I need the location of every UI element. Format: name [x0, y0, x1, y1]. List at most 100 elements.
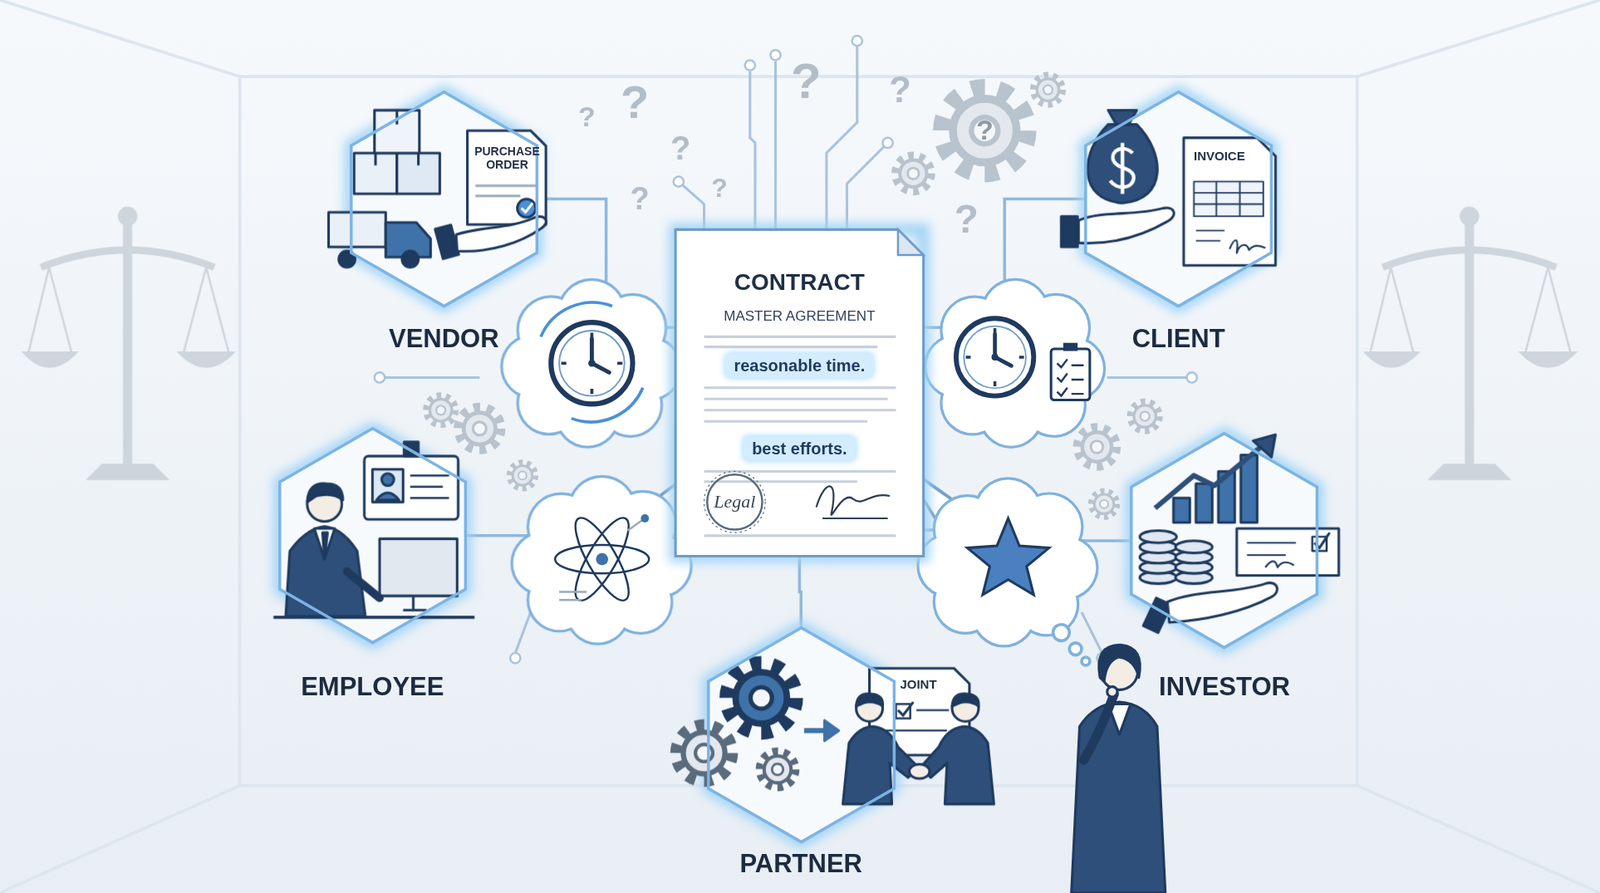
thought-bubble	[513, 477, 691, 643]
client-icon	[1087, 124, 1158, 204]
circuit-lines	[374, 35, 1198, 663]
contract-page	[675, 229, 923, 556]
hexagon-ground	[1085, 92, 1272, 307]
partner-hexagon: PARTNER	[687, 624, 916, 885]
investor-icon	[1241, 455, 1258, 523]
contract-page	[706, 474, 762, 530]
partner-icon	[676, 663, 994, 805]
client-icon	[1229, 240, 1266, 253]
client-icon	[1193, 181, 1264, 241]
hexagon-ground	[279, 428, 467, 643]
employee-icon	[322, 532, 328, 560]
employee-icon	[410, 475, 450, 498]
vendor-icon	[402, 250, 419, 268]
hexagon-ground	[1085, 92, 1272, 307]
bubble-icons	[1063, 343, 1078, 352]
contract-page	[675, 229, 923, 556]
thought-bubble	[1053, 624, 1070, 642]
vendor-icon	[456, 216, 546, 252]
gear-icon	[509, 462, 535, 489]
employee-icon	[381, 473, 394, 486]
employee-icon	[347, 571, 380, 599]
thought-bubble	[1069, 642, 1082, 656]
circuit-lines	[882, 137, 893, 148]
circuit-lines	[382, 45, 1189, 653]
investor-icon	[1246, 542, 1296, 567]
question-mark: ?	[976, 115, 994, 147]
contract-page	[898, 229, 924, 256]
thinking-woman	[1107, 687, 1118, 697]
circuit-lines	[852, 35, 863, 46]
circuit-lines	[374, 35, 1198, 663]
bubble-icons	[559, 518, 645, 600]
bubble-icons	[956, 318, 1034, 396]
thought-bubble	[513, 477, 691, 643]
employee-icon	[402, 595, 427, 610]
bubble-icons	[640, 514, 649, 523]
investor-icon	[1139, 530, 1213, 585]
partner-icon	[856, 693, 884, 707]
node-label: PARTNER	[739, 849, 863, 879]
hexagon-outline	[258, 425, 487, 646]
thought-bubble	[502, 280, 680, 447]
vendor-icon	[467, 130, 547, 225]
vendor-icon	[475, 186, 537, 197]
question-mark: ?	[790, 53, 822, 109]
thought-bubble	[1081, 657, 1090, 666]
circuit-lines	[1187, 372, 1198, 383]
circuit-lines	[510, 652, 521, 663]
thinking-woman	[1083, 693, 1115, 761]
vendor-icon	[328, 211, 387, 247]
client-icon	[1060, 110, 1276, 266]
vendor-icon	[521, 202, 534, 212]
highlighted-term: best efforts.	[743, 436, 855, 462]
employee-icon	[364, 456, 459, 520]
hexagon-outline	[351, 92, 538, 307]
gear-icon	[895, 155, 932, 192]
bubble-icons	[554, 511, 649, 608]
investor-icon	[1252, 434, 1276, 457]
contract-page	[704, 336, 897, 536]
partner-icon	[759, 751, 796, 788]
partner-icon	[920, 726, 994, 805]
thought-bubble	[919, 480, 1097, 646]
question-mark: ?	[888, 69, 912, 110]
hexagon-outline	[687, 624, 916, 845]
circuit-lines	[745, 59, 756, 70]
circuit-lines	[770, 49, 781, 60]
document-heading: PURCHASE ORDER	[468, 145, 545, 172]
employee-icon	[307, 483, 344, 502]
question-mark: ?	[630, 181, 650, 217]
investor-icon	[1139, 530, 1177, 544]
thought-bubble	[919, 480, 1097, 646]
question-mark: ?	[578, 102, 596, 133]
gear-icon	[1129, 401, 1159, 431]
client-hexagon: CLIENT	[1064, 88, 1293, 360]
client-icon	[1109, 142, 1134, 194]
bubble-icons	[966, 518, 1049, 595]
partner-icon	[952, 693, 979, 707]
bubble-icons	[540, 302, 643, 423]
question-mark: ?	[670, 129, 691, 167]
thinking-woman	[1071, 701, 1166, 893]
investor-icon	[1236, 528, 1340, 576]
hexagon-outline	[1064, 88, 1293, 310]
highlighted-term: reasonable time.	[725, 353, 874, 378]
investor-icon	[1154, 445, 1263, 509]
document-heading: JOINT	[899, 677, 937, 693]
partner-icon	[898, 701, 913, 716]
partner-icon	[843, 726, 919, 805]
investor-hexagon: INVESTOR	[1109, 430, 1339, 707]
hexagon-outline	[707, 627, 894, 842]
contract-page	[816, 485, 890, 519]
hexagon-ground	[279, 92, 1318, 843]
client-icon	[1060, 215, 1078, 247]
circuit-lines	[673, 176, 684, 187]
thinking-woman	[1099, 644, 1141, 682]
bubble-icons	[595, 553, 609, 566]
gear-icon	[942, 88, 1027, 173]
partner-icon	[676, 725, 732, 781]
thought-bubble	[502, 280, 680, 447]
